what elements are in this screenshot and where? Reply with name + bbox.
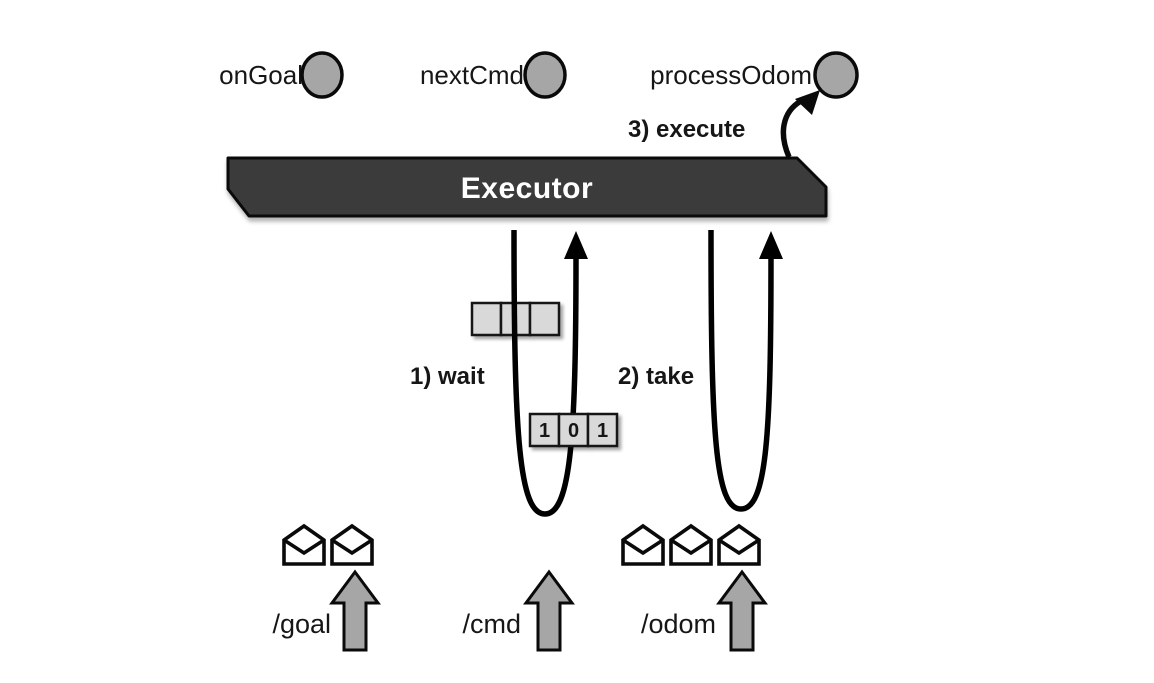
callback-circle-icon-ongoal <box>300 51 344 99</box>
goal-message-queue <box>282 524 374 566</box>
step-take-label: 2) take <box>618 363 694 390</box>
open-envelope-icon <box>717 524 761 566</box>
open-envelope-icon <box>669 524 713 566</box>
wait-set-slot <box>470 301 503 337</box>
callback-label-nextcmd: nextCmd <box>420 60 524 90</box>
callback-label-processodom: processOdom <box>650 60 812 90</box>
topic-label-cmd: /cmd <box>462 609 521 639</box>
topic-label-goal: /goal <box>272 609 331 639</box>
open-envelope-icon <box>282 524 326 566</box>
step-wait-label: 1) wait <box>410 363 485 390</box>
callback-circle-icon-nextcmd <box>523 51 567 99</box>
wait-loop-arrow-icon <box>511 229 588 517</box>
wait-set-value: 0 <box>568 420 579 442</box>
wait-set-slot <box>557 412 590 448</box>
open-envelope-icon <box>330 524 374 566</box>
callback-circle-icon-processodom <box>813 51 859 99</box>
wait-set-result-queue: 1 0 1 <box>528 412 619 448</box>
wait-set-slot <box>528 301 561 337</box>
wait-set-value: 1 <box>539 420 550 442</box>
execute-curved-arrow-icon <box>780 90 820 159</box>
up-arrowhead-icon <box>564 231 588 259</box>
wait-set-slot <box>528 412 561 448</box>
step-execute-label: 3) execute <box>628 116 745 143</box>
odom-message-queue <box>621 524 761 566</box>
executor-label: Executor <box>461 172 593 205</box>
block-arrow-up-icon-odom <box>716 569 768 652</box>
open-envelope-icon <box>621 524 665 566</box>
topic-label-odom: /odom <box>641 609 716 639</box>
block-arrow-up-icon-cmd <box>523 569 575 652</box>
block-arrow-up-icon-goal <box>329 569 381 652</box>
callback-label-ongoal: onGoal <box>219 60 303 90</box>
take-loop-arrow-icon <box>708 229 783 512</box>
wait-set-slot <box>586 412 619 448</box>
up-arrowhead-icon <box>759 231 783 259</box>
executor-banner: Executor <box>226 156 828 218</box>
wait-set-value: 1 <box>597 420 608 442</box>
